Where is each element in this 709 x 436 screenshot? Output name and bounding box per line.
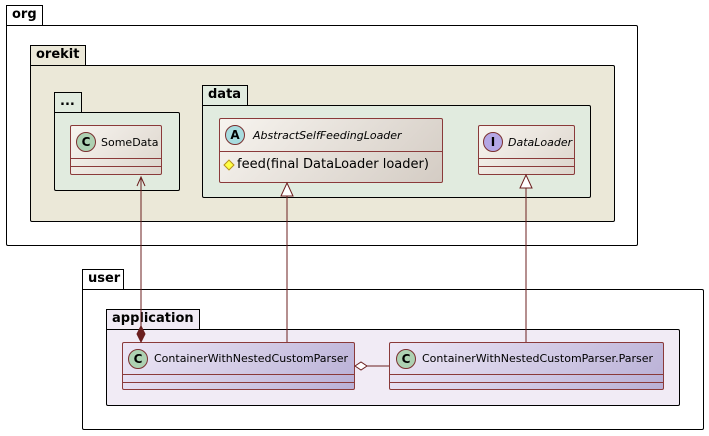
class-stereotype-icon: C xyxy=(76,132,96,152)
interface-data-loader[interactable]: I DataLoader xyxy=(478,125,575,175)
aggregation-diamond-icon xyxy=(354,361,368,371)
application-package-tab: application xyxy=(106,309,200,330)
user-package-tab: user xyxy=(82,269,124,290)
class-member-row: feed(final DataLoader loader) xyxy=(223,157,429,172)
class-name: ContainerWithNestedCustomParser xyxy=(154,352,349,365)
class-stereotype-icon: C xyxy=(128,348,148,369)
class-member: feed(final DataLoader loader) xyxy=(237,157,429,172)
ellipsis-package-tab: ... xyxy=(54,92,82,113)
class-separator xyxy=(390,374,663,375)
class-separator xyxy=(123,382,354,383)
orekit-package-tab: orekit xyxy=(30,45,86,66)
class-name: AbstractSelfFeedingLoader xyxy=(253,128,402,142)
class-separator xyxy=(71,158,161,159)
class-name: ContainerWithNestedCustomParser.Parser xyxy=(422,352,653,365)
class-separator xyxy=(220,151,442,152)
realization-relation xyxy=(519,173,533,342)
class-container-parser[interactable]: C ContainerWithNestedCustomParser.Parser xyxy=(389,342,664,390)
org-package-tab: org xyxy=(6,5,43,26)
interface-icon: I xyxy=(483,132,503,152)
composition-relation xyxy=(136,175,146,344)
inheritance-relation xyxy=(280,181,294,342)
realization-arrow-icon xyxy=(519,173,533,189)
class-name: SomeData xyxy=(101,135,159,149)
data-package-tab: data xyxy=(202,85,248,106)
aggregation-relation xyxy=(354,361,389,371)
class-separator xyxy=(71,166,161,167)
abstract-class-icon: A xyxy=(225,125,245,145)
class-separator xyxy=(390,382,663,383)
composition-diamond-icon xyxy=(136,324,146,344)
class-separator xyxy=(479,158,574,159)
inheritance-arrow-icon xyxy=(280,181,294,197)
class-stereotype-icon: C xyxy=(396,348,416,369)
class-separator xyxy=(479,166,574,167)
class-abstract-self-feeding-loader[interactable]: A AbstractSelfFeedingLoader feed(final D… xyxy=(219,118,443,183)
class-container-with-nested-custom-parser[interactable]: C ContainerWithNestedCustomParser xyxy=(122,342,355,390)
class-some-data[interactable]: C SomeData xyxy=(70,125,162,175)
class-name: DataLoader xyxy=(508,135,573,149)
class-separator xyxy=(123,374,354,375)
